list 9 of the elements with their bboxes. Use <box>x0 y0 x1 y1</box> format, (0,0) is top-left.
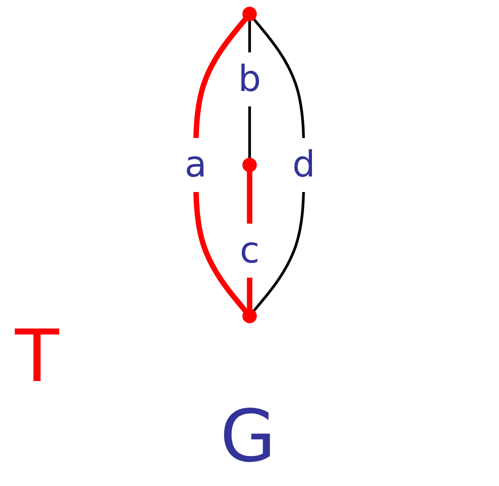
edge-label: b <box>238 58 262 100</box>
node-circle <box>242 158 257 172</box>
node-circle <box>242 308 257 324</box>
graph-name-label: T <box>15 320 59 392</box>
edge-label: d <box>292 144 316 186</box>
node-circle <box>242 6 257 22</box>
edge-label: c <box>240 230 260 272</box>
edge-label: a <box>184 144 207 186</box>
graph-name-label: G <box>220 400 276 472</box>
